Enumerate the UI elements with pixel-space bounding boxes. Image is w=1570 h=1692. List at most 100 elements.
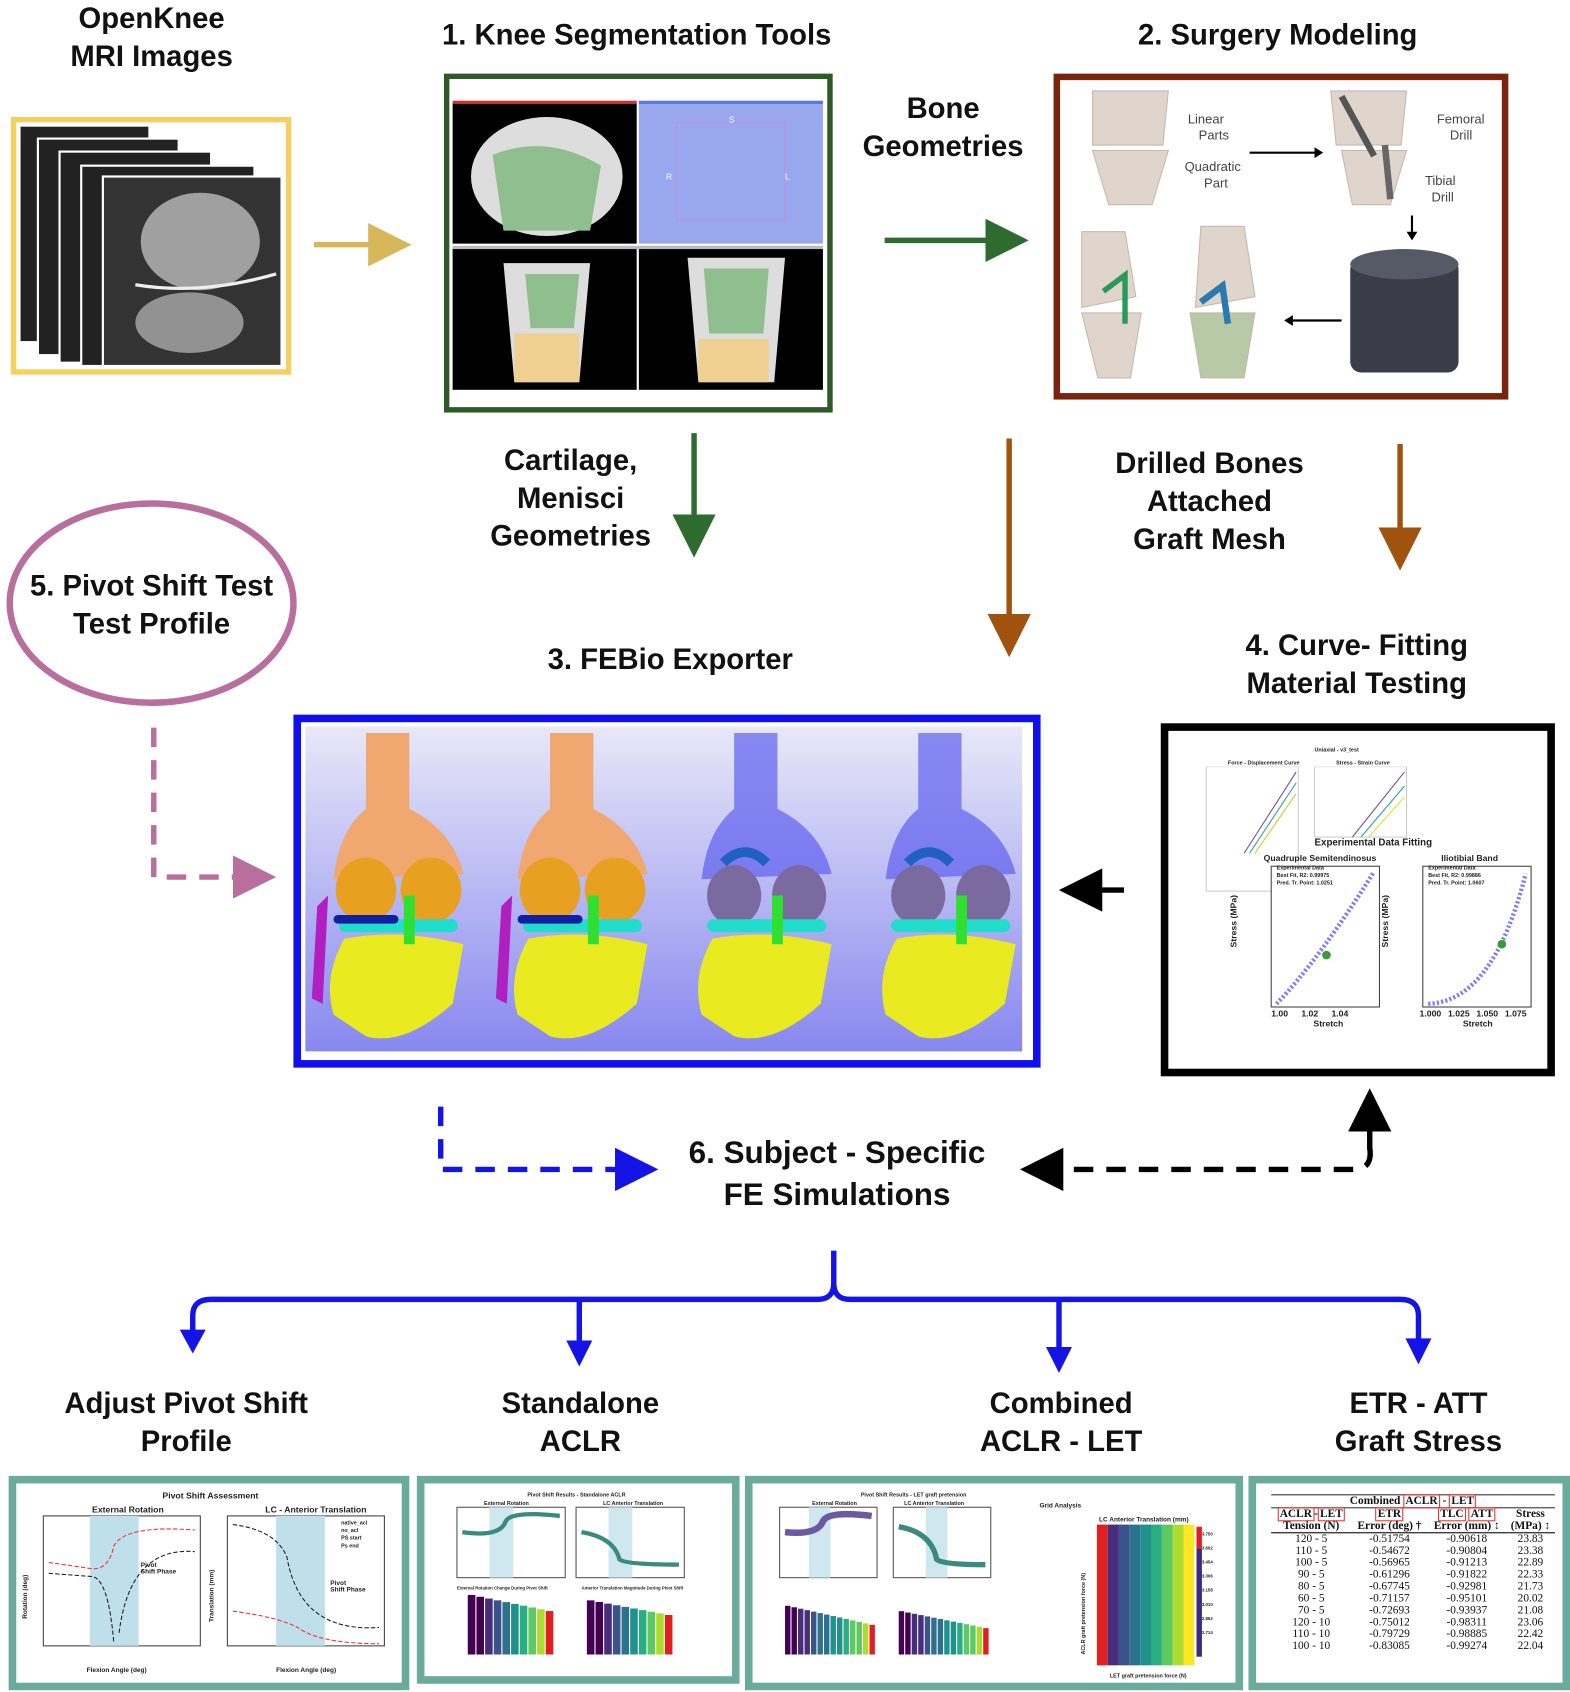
panel-pivot-shift-profile: Pivot Shift Assessment External Rotation… bbox=[8, 1475, 410, 1691]
result-bar bbox=[830, 1616, 836, 1655]
result-bar bbox=[918, 1615, 924, 1655]
result-bar bbox=[811, 1611, 817, 1655]
dashed-curve-fe bbox=[1019, 1147, 1373, 1192]
standalone-aclr-plots bbox=[456, 1506, 685, 1655]
result-bar bbox=[791, 1607, 797, 1655]
result-bar bbox=[664, 1614, 673, 1655]
segmentation-screenshot: S R L bbox=[443, 73, 833, 413]
result-bar bbox=[843, 1618, 849, 1655]
heatmap-column bbox=[1161, 1524, 1173, 1666]
result-bar bbox=[911, 1613, 918, 1655]
blue-tree bbox=[190, 1250, 1422, 1359]
result-bar bbox=[849, 1620, 856, 1655]
febio-title: 3. FEBio Exporter bbox=[547, 643, 793, 676]
result-bar bbox=[537, 1609, 545, 1655]
result-bar bbox=[519, 1605, 528, 1655]
fitting-plots bbox=[1270, 865, 1532, 1008]
table-cell: -0.91213 bbox=[1446, 1557, 1488, 1569]
heatmap-column bbox=[1107, 1524, 1119, 1666]
segmentation-views: S R L bbox=[452, 100, 823, 390]
result-bar bbox=[638, 1610, 647, 1655]
seg-title: 1. Knee Segmentation Tools bbox=[442, 18, 832, 51]
heatmap-column bbox=[1183, 1524, 1195, 1666]
heatmap-column bbox=[1151, 1524, 1162, 1666]
result-bar bbox=[493, 1600, 502, 1655]
table-cell: 60 - 5 bbox=[1297, 1592, 1325, 1605]
result-bar bbox=[476, 1596, 485, 1655]
dashed-pivot-to-febio bbox=[151, 727, 277, 899]
result-bar bbox=[944, 1620, 950, 1655]
result-bar bbox=[957, 1622, 963, 1655]
result-bar bbox=[837, 1617, 843, 1655]
table-cell: 120 - 10 bbox=[1292, 1616, 1331, 1629]
result-bar bbox=[595, 1602, 604, 1655]
result-bar bbox=[824, 1614, 830, 1655]
svg-text:Linear: Linear bbox=[1188, 111, 1225, 126]
result-bar bbox=[485, 1598, 493, 1655]
table-cell: -0.83085 bbox=[1369, 1640, 1410, 1653]
result-bar bbox=[924, 1616, 931, 1655]
table-cell: 110 - 5 bbox=[1295, 1545, 1328, 1558]
svg-text:R: R bbox=[666, 172, 672, 182]
febio-knee-models bbox=[305, 726, 1023, 1052]
result-bar bbox=[905, 1612, 911, 1655]
result-bar bbox=[798, 1608, 804, 1655]
table-cell: -0.98311 bbox=[1446, 1616, 1487, 1629]
result-bar bbox=[937, 1619, 944, 1655]
result-bar bbox=[656, 1613, 664, 1655]
result-bar bbox=[950, 1621, 957, 1655]
dashed-febio-to-fe bbox=[437, 1106, 659, 1192]
pivot-profile-plots bbox=[42, 1515, 385, 1647]
table-cell: -0.90804 bbox=[1446, 1545, 1488, 1558]
table-cell: 22.42 bbox=[1517, 1628, 1544, 1641]
result-bar bbox=[963, 1624, 970, 1655]
table-cell: -0.79729 bbox=[1369, 1628, 1410, 1641]
surgery-title: 2. Surgery Modeling bbox=[1137, 18, 1418, 51]
material-test-curves bbox=[1205, 766, 1408, 892]
svg-text:Parts: Parts bbox=[1199, 128, 1230, 143]
table-cell: -0.95101 bbox=[1446, 1592, 1488, 1605]
table-cell: 21.73 bbox=[1517, 1580, 1544, 1593]
heatmap-column bbox=[1140, 1524, 1152, 1666]
colorbar bbox=[1196, 1548, 1202, 1657]
table-cell: -0.51754 bbox=[1369, 1533, 1410, 1546]
result-bar bbox=[862, 1623, 869, 1655]
result-bar bbox=[612, 1605, 621, 1655]
panel1-right-ylabel: Translation (mm) bbox=[208, 1569, 216, 1623]
svg-text:S: S bbox=[729, 114, 735, 124]
svg-text:Drill: Drill bbox=[1431, 189, 1453, 204]
table-cell: -0.91822 bbox=[1446, 1568, 1488, 1581]
heatmap-column bbox=[1096, 1524, 1108, 1666]
result-bar bbox=[983, 1628, 989, 1655]
panel-standalone-aclr: Pivot Shift Results - Standalone ACLR Ex… bbox=[416, 1475, 740, 1684]
panel1-left-ylabel: Rotation (deg) bbox=[22, 1574, 30, 1619]
result-bar bbox=[545, 1611, 554, 1655]
curve-fitting-figure: Uniaxial - v3_test Force - Displacement … bbox=[1160, 723, 1555, 1077]
table-cell: -0.71157 bbox=[1369, 1592, 1410, 1605]
result-bar bbox=[804, 1610, 810, 1655]
mri-image-stack bbox=[10, 116, 292, 375]
table-cell: 70 - 5 bbox=[1297, 1604, 1325, 1617]
svg-text:L: L bbox=[785, 172, 790, 182]
result-bar bbox=[976, 1626, 983, 1655]
